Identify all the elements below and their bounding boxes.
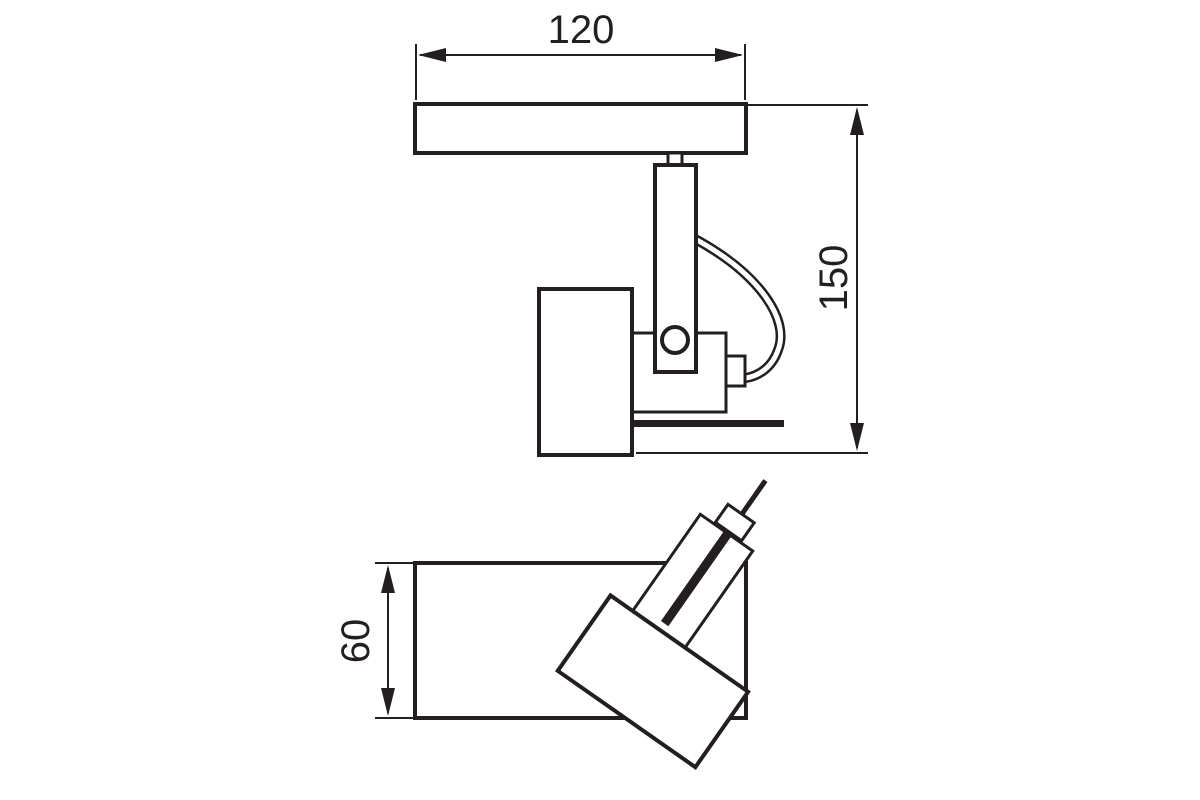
depth-dimension-label: 60	[334, 619, 378, 664]
top-cable-end	[739, 479, 768, 516]
top-spot-head	[554, 592, 751, 770]
height-dimension: 150	[636, 104, 868, 454]
width-arrow-right	[715, 48, 743, 62]
width-arrow-left	[418, 48, 446, 62]
cable-loop-inner	[694, 237, 784, 381]
rotated-lamp-assembly	[554, 479, 768, 770]
depth-arrow-top	[381, 565, 395, 593]
spot-head	[537, 287, 634, 457]
top-view: 60	[334, 479, 768, 770]
socket-side-plug	[724, 354, 747, 388]
mounting-base-plate	[413, 102, 748, 155]
top-arm	[660, 510, 746, 627]
depth-dimension: 60	[334, 562, 414, 719]
width-dimension-label: 120	[548, 8, 615, 52]
side-view: 120 150	[413, 8, 868, 457]
depth-arrow-bottom	[381, 688, 395, 716]
height-arrow-top	[850, 107, 864, 135]
pivot-screw	[660, 325, 690, 355]
width-dimension: 120	[415, 8, 746, 100]
power-cable-bottom	[632, 420, 784, 427]
height-dimension-label: 150	[812, 245, 856, 312]
height-arrow-bottom	[850, 423, 864, 451]
